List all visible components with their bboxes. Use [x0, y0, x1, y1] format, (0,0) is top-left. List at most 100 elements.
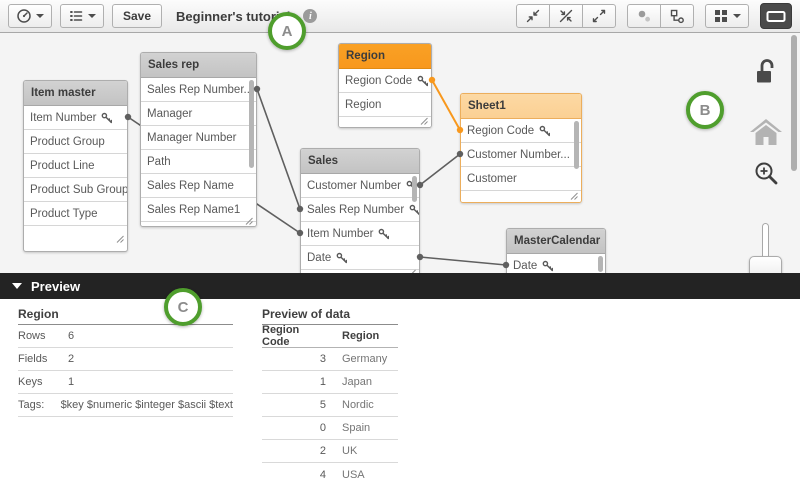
- expand-collapse-group: [516, 4, 616, 28]
- expand-all-button[interactable]: [582, 4, 616, 28]
- zoom-in-icon: [753, 160, 780, 187]
- show-linked-fields-button[interactable]: [549, 4, 583, 28]
- key-icon: [417, 75, 429, 87]
- field-row[interactable]: Customer Number: [301, 174, 419, 198]
- field-row[interactable]: Sales Rep Name1: [141, 198, 256, 222]
- data-row: 2 UK: [262, 440, 398, 463]
- home-icon: [749, 118, 783, 146]
- field-row[interactable]: Item Number: [24, 106, 127, 130]
- zoom-slider-handle[interactable]: [749, 256, 782, 273]
- info-icon[interactable]: i: [303, 9, 317, 23]
- table-header[interactable]: Sales rep: [141, 53, 256, 78]
- key-icon: [539, 125, 551, 137]
- resize-handle-icon[interactable]: [116, 235, 125, 244]
- zoom-in-button[interactable]: [753, 160, 780, 187]
- preview-panel-title: Preview: [31, 279, 80, 294]
- field-row[interactable]: Region Code: [339, 69, 431, 93]
- field-row[interactable]: Customer Number...: [461, 143, 581, 167]
- table-scrollbar[interactable]: [249, 80, 254, 168]
- field-row[interactable]: Product Line: [24, 154, 127, 178]
- column-header: Region Code: [262, 324, 330, 348]
- table-header[interactable]: Sheet1: [461, 94, 581, 119]
- field-row[interactable]: Customer: [461, 167, 581, 191]
- data-row: 3 Germany: [262, 348, 398, 371]
- save-button[interactable]: Save: [112, 4, 162, 28]
- table-header[interactable]: Item master: [24, 81, 127, 106]
- data-row: 4 USA: [262, 463, 398, 486]
- lock-open-icon: [754, 56, 779, 86]
- data-row: 5 Nordic: [262, 394, 398, 417]
- field-row[interactable]: Date: [301, 246, 419, 270]
- table-sheet1[interactable]: Sheet1 Region Code Customer Number... Cu…: [460, 93, 582, 203]
- field-row[interactable]: Product Type: [24, 202, 127, 226]
- resize-handle-icon[interactable]: [570, 192, 579, 201]
- field-row[interactable]: Path: [141, 150, 256, 174]
- table-footer: [339, 117, 431, 128]
- expand-all-icon: [591, 8, 607, 24]
- table-footer: [141, 222, 256, 227]
- table-header[interactable]: MasterCalendar: [507, 229, 605, 254]
- data-preview-title: Preview of data: [262, 305, 398, 325]
- key-icon: [101, 112, 113, 124]
- info-row: Fields 2: [18, 348, 233, 371]
- field-row[interactable]: Region: [339, 93, 431, 117]
- table-scrollbar[interactable]: [574, 121, 579, 169]
- chevron-down-icon: [12, 283, 22, 289]
- auto-layout-button[interactable]: [660, 4, 694, 28]
- data-preview-block: Preview of data Region Code Region 3 Ger…: [262, 305, 398, 486]
- collapse-all-icon: [525, 8, 541, 24]
- chevron-down-icon: [36, 14, 44, 18]
- data-preview-header-row: Region Code Region: [262, 325, 398, 348]
- bubbles-icon: [636, 8, 652, 24]
- info-row: Keys 1: [18, 371, 233, 394]
- field-row[interactable]: Item Number: [301, 222, 419, 246]
- grid-icon: [713, 8, 729, 24]
- key-icon: [542, 260, 554, 272]
- field-row[interactable]: Sales Rep Number...: [141, 78, 256, 102]
- preview-panel-icon: [765, 8, 787, 25]
- table-header[interactable]: Sales: [301, 149, 419, 174]
- home-button[interactable]: [749, 118, 783, 146]
- data-row: 1 Japan: [262, 371, 398, 394]
- data-model-canvas[interactable]: Item master Item Number Product Group Pr…: [0, 33, 800, 273]
- table-scrollbar[interactable]: [598, 256, 603, 272]
- field-row[interactable]: Sales Rep Name: [141, 174, 256, 198]
- field-row[interactable]: Sales Rep Number: [301, 198, 419, 222]
- canvas-scrollbar[interactable]: [791, 35, 797, 171]
- toggle-preview-button[interactable]: [760, 3, 792, 29]
- toolbar: Save Beginner's tutorial i: [0, 0, 800, 33]
- toolbar-right-group: [516, 3, 792, 29]
- global-menu-button[interactable]: [60, 4, 104, 28]
- field-row[interactable]: Region Code: [461, 119, 581, 143]
- field-row[interactable]: Manager: [141, 102, 256, 126]
- table-sales[interactable]: Sales Customer Number Sales Rep Number I…: [300, 148, 420, 273]
- field-row[interactable]: Product Group: [24, 130, 127, 154]
- field-row[interactable]: Product Sub Group: [24, 178, 127, 202]
- annotation-circle-a: A: [268, 12, 306, 50]
- preview-panel-toggle[interactable]: Preview: [0, 273, 800, 299]
- field-row[interactable]: Manager Number: [141, 126, 256, 150]
- table-scrollbar[interactable]: [412, 176, 417, 202]
- resize-handle-icon[interactable]: [245, 217, 254, 226]
- navigation-compass-icon: [16, 8, 32, 24]
- table-info-block: Region Rows 6 Fields 2 Keys 1 Tags: $key…: [18, 305, 233, 417]
- grid-view-menu-button[interactable]: [705, 4, 749, 28]
- navigation-menu-button[interactable]: [8, 4, 52, 28]
- table-footer: [461, 191, 581, 203]
- data-row: 0 Spain: [262, 417, 398, 440]
- selected-association-line: [432, 80, 460, 130]
- table-region[interactable]: Region Region Code Region: [338, 43, 432, 128]
- internal-table-view-button[interactable]: [627, 4, 661, 28]
- table-sales-rep[interactable]: Sales rep Sales Rep Number... Manager Ma…: [140, 52, 257, 227]
- key-icon: [409, 204, 419, 216]
- chevron-down-icon: [733, 14, 741, 18]
- table-item-master[interactable]: Item master Item Number Product Group Pr…: [23, 80, 128, 252]
- lock-open-button[interactable]: [754, 56, 779, 86]
- resize-handle-icon[interactable]: [420, 117, 429, 126]
- table-master-calendar[interactable]: MasterCalendar Date: [506, 228, 606, 273]
- collapse-all-button[interactable]: [516, 4, 550, 28]
- table-header[interactable]: Region: [339, 44, 431, 69]
- field-row[interactable]: Date: [507, 254, 605, 273]
- key-icon: [336, 252, 348, 264]
